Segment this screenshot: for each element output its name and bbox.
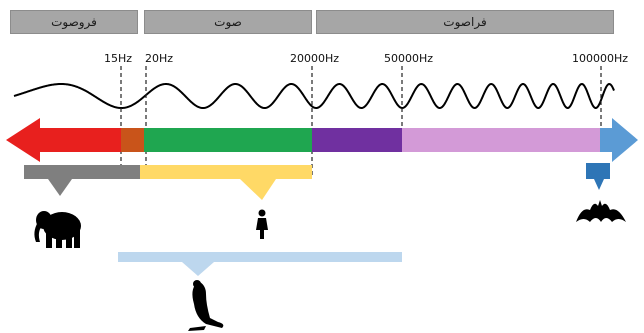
band-infrasound: فروصوت [10,10,138,34]
bat-icon [576,200,626,222]
elephant-range-bar [24,165,140,179]
label-50000hz: 50000Hz [384,52,434,65]
segment-lilac [402,128,602,152]
label-100000hz: 100000Hz [572,52,629,65]
bat-range-bar [586,163,610,179]
segment-purple [312,128,402,152]
segment-green [144,128,312,152]
seal-range-bar [118,252,402,262]
seal-icon [188,280,224,331]
human-range-pointer [240,179,276,200]
frequency-wave [13,82,615,110]
band-ultrasound: فراصوت [316,10,614,34]
human-icon [256,209,268,239]
label-20000hz: 20000Hz [290,52,340,65]
elephant-range-pointer [48,179,72,196]
label-20hz: 20Hz [145,52,174,65]
bat-range-pointer [594,179,604,190]
segment-orange [121,128,144,152]
human-range-bar [140,165,312,179]
band-sound: صوت [144,10,312,34]
elephant-icon [34,211,81,248]
seal-range-pointer [182,262,214,276]
label-15hz: 15Hz [104,52,133,65]
segment-blue-arrow [600,118,638,162]
segment-red-arrow [6,118,121,162]
